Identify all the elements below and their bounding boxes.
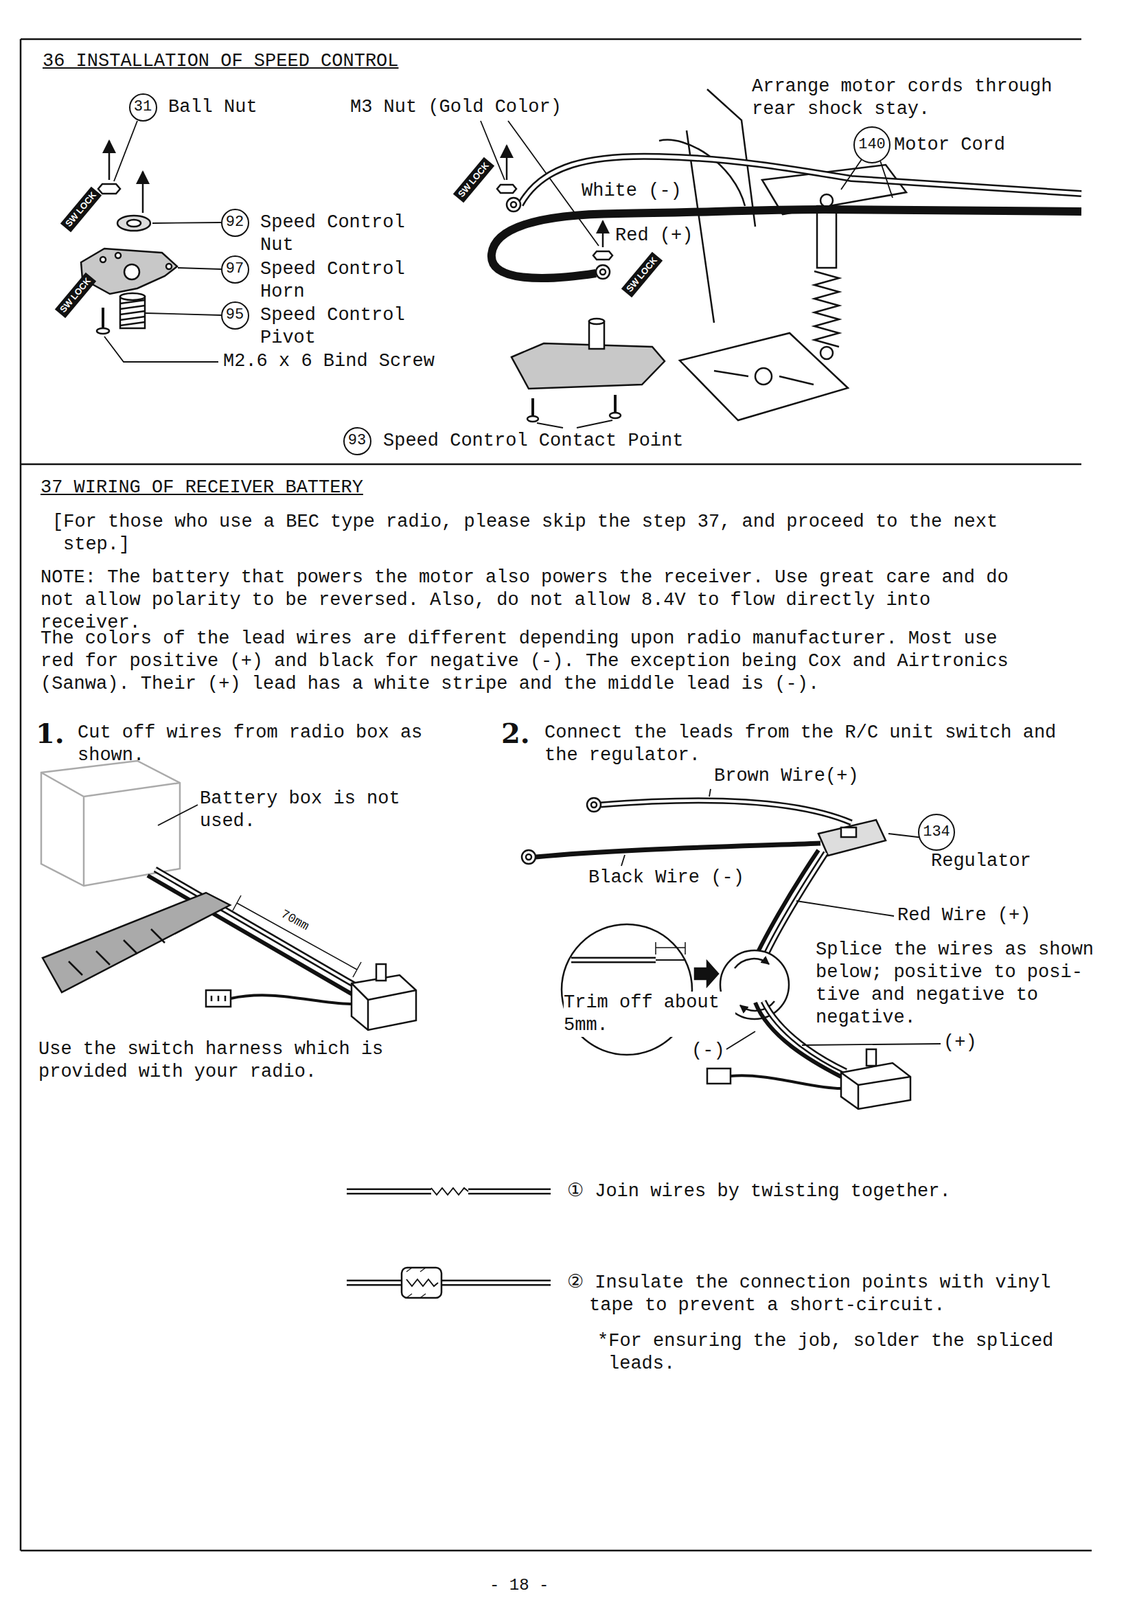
section-heading: 36 INSTALLATION OF SPEED CONTROL <box>42 50 399 73</box>
sw-lock-tag: SW LOCK <box>54 272 97 318</box>
note-text: Splice the wires as shown below; positiv… <box>815 938 1111 1030</box>
wire-label: White (-) <box>581 179 682 203</box>
callout-text: 93 <box>348 433 366 449</box>
wire-label: Brown Wire(+) <box>714 764 859 788</box>
callout-number: 95 <box>221 301 250 330</box>
callout-number: 97 <box>221 255 250 284</box>
section-heading: 37 WIRING OF RECEIVER BATTERY <box>40 476 364 500</box>
note-text: NOTE: The battery that powers the motor … <box>40 566 1030 635</box>
dimension-label: 70mm <box>278 906 312 934</box>
step-number: 1. <box>35 718 65 749</box>
callout-text: 140 <box>858 137 886 153</box>
part-name: Ball Nut <box>168 96 258 119</box>
wire-label: Black Wire (-) <box>588 866 745 890</box>
part-name: Speed Control Pivot <box>260 304 419 350</box>
part-name: Speed Control Nut <box>260 211 419 257</box>
callout-text: 31 <box>133 99 152 115</box>
part-name: M2.6 x 6 Bind Screw <box>223 350 435 373</box>
note-text: Use the switch harness which is provided… <box>38 1038 396 1084</box>
note-text: The colors of the lead wires are differe… <box>40 627 1030 696</box>
note-text: Battery box is not used. <box>199 787 413 833</box>
callout-text: 134 <box>922 824 951 840</box>
callout-number: 92 <box>221 208 250 237</box>
polarity-mark: (+) <box>943 1031 978 1054</box>
callout-text: 95 <box>225 307 244 323</box>
sw-lock-tag: SW LOCK <box>621 251 663 298</box>
note-text: Arrange motor cords through rear shock s… <box>751 75 1075 121</box>
note-text: Trim off about 5mm. <box>563 991 736 1037</box>
callout-number: 134 <box>917 813 956 851</box>
callout-number: 140 <box>853 126 891 164</box>
instruction-text: ① Join wires by twisting together. <box>567 1180 951 1203</box>
part-name: Speed Control Contact Point <box>383 429 684 453</box>
part-name: Speed Control Horn <box>260 258 419 304</box>
callout-number: 31 <box>129 93 158 122</box>
step-number: 2. <box>501 718 531 749</box>
part-name: Motor Cord <box>893 133 1006 157</box>
wire-label: Red Wire (+) <box>897 904 1031 927</box>
sw-lock-tag: SW LOCK <box>453 157 495 203</box>
part-name: M3 Nut (Gold Color) <box>350 96 562 119</box>
polarity-mark: (-) <box>691 1039 726 1063</box>
instruction-text: Connect the leads from the R/C unit swit… <box>544 721 1074 767</box>
callout-text: 92 <box>225 214 244 231</box>
wire-label: Red (+) <box>615 224 693 248</box>
part-name: Regulator <box>931 849 1032 873</box>
instruction-text: Cut off wires from radio box as shown. <box>77 721 435 767</box>
sw-lock-tag: SW LOCK <box>60 186 102 233</box>
callout-number: 93 <box>343 427 372 456</box>
page-number: - 18 - <box>489 1573 549 1597</box>
callout-text: 97 <box>225 261 244 277</box>
note-text: [For those who use a BEC type radio, ple… <box>52 510 1041 557</box>
note-text: *For ensuring the job, solder the splice… <box>597 1329 1072 1376</box>
instruction-text: ② Insulate the connection points with vi… <box>567 1271 1069 1317</box>
